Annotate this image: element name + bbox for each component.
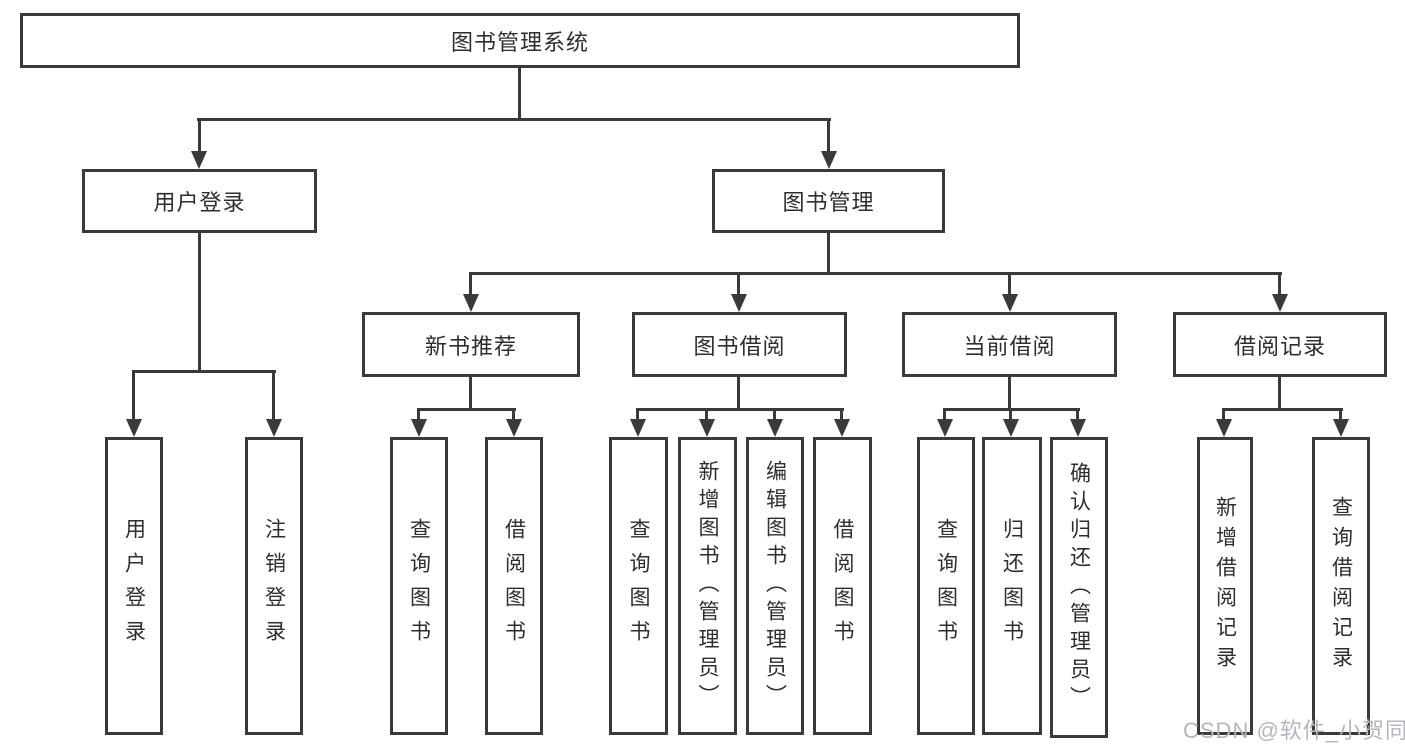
node-label: 用户登录 — [153, 190, 246, 215]
node-bb-add-books-admin: 新增图书（管理员） — [678, 437, 737, 735]
node-book-borrow: 图书借阅 — [632, 312, 847, 377]
node-user-login-action: 用户登录 — [105, 437, 163, 735]
arrow-down-icon — [1333, 419, 1349, 437]
connector-line — [512, 411, 515, 419]
arrow-down-icon — [126, 419, 142, 437]
arrow-down-icon — [834, 419, 850, 437]
node-new-book-recommend: 新书推荐 — [362, 312, 580, 377]
watermark: CSDN @软件_小贺同学 — [1183, 718, 1405, 743]
connector-line — [417, 408, 516, 411]
node-label: 图书管理系统 — [450, 29, 589, 55]
arrow-down-icon — [630, 419, 646, 437]
connector-line — [1076, 411, 1079, 419]
node-borrow-records: 借阅记录 — [1173, 312, 1387, 377]
node-nbr-borrow-books: 借阅图书 — [485, 437, 543, 735]
node-label: 编辑图书（管理员） — [763, 460, 787, 712]
arrow-down-icon — [506, 419, 522, 437]
node-cb-return-books: 归还图书 — [982, 437, 1042, 735]
connector-line — [636, 411, 639, 419]
connector-line — [132, 370, 276, 373]
node-label: 用户登录 — [122, 518, 146, 654]
node-label: 借阅记录 — [1233, 333, 1326, 359]
arrow-down-icon — [1272, 294, 1288, 312]
node-br-add-record: 新增借阅记录 — [1197, 437, 1253, 735]
node-label: 新书推荐 — [424, 333, 517, 359]
node-label: 查询图书 — [934, 518, 958, 654]
arrow-down-icon — [699, 419, 715, 437]
connector-line — [1008, 275, 1011, 294]
node-cb-confirm-return-admin: 确认归还（管理员） — [1050, 437, 1108, 738]
node-current-borrow: 当前借阅 — [902, 312, 1117, 377]
node-library-system: 图书管理系统 — [20, 13, 1020, 68]
node-bb-query-books: 查询图书 — [609, 437, 668, 735]
node-logout-action: 注销登录 — [245, 437, 303, 735]
node-label: 查询图书 — [627, 518, 650, 654]
node-user-login: 用户登录 — [82, 169, 317, 233]
connector-line — [469, 377, 472, 408]
connector-line — [1278, 275, 1281, 294]
connector-line — [943, 411, 946, 419]
connector-line — [132, 373, 135, 419]
node-label: 借阅图书 — [502, 518, 526, 654]
arrow-down-icon — [731, 294, 747, 312]
node-label: 借阅图书 — [831, 518, 854, 654]
node-book-management: 图书管理 — [712, 169, 945, 233]
arrow-down-icon — [1216, 419, 1232, 437]
connector-line — [198, 121, 201, 152]
node-label: 查询借阅记录 — [1329, 496, 1353, 676]
node-label: 注销登录 — [262, 518, 286, 654]
node-label: 查询图书 — [407, 518, 431, 654]
connector-line — [417, 411, 420, 419]
connector-line — [1222, 408, 1343, 411]
node-nbr-query-books: 查询图书 — [390, 437, 448, 735]
arrow-down-icon — [1070, 419, 1086, 437]
connector-line — [469, 272, 1282, 275]
node-label: 新增借阅记录 — [1213, 496, 1237, 676]
connector-line — [272, 373, 275, 419]
node-label: 图书借阅 — [693, 333, 786, 359]
connector-line — [1339, 411, 1342, 419]
connector-line — [827, 233, 830, 272]
node-label: 新增图书（管理员） — [696, 460, 719, 712]
connector-line — [198, 233, 201, 370]
arrow-down-icon — [1003, 419, 1019, 437]
connector-line — [1008, 377, 1011, 408]
node-label: 归还图书 — [1000, 518, 1024, 654]
arrow-down-icon — [463, 294, 479, 312]
arrow-down-icon — [937, 419, 953, 437]
node-label: 图书管理 — [782, 190, 875, 215]
node-label: 当前借阅 — [963, 333, 1056, 359]
node-bb-borrow-books: 借阅图书 — [813, 437, 872, 735]
node-cb-query-books: 查询图书 — [917, 437, 975, 735]
arrow-down-icon — [191, 151, 207, 169]
connector-line — [737, 275, 740, 294]
connector-line — [1009, 411, 1012, 419]
connector-line — [827, 121, 830, 152]
connector-line — [636, 408, 844, 411]
connector-line — [469, 275, 472, 294]
connector-line — [840, 411, 843, 419]
arrow-down-icon — [266, 419, 282, 437]
arrow-down-icon — [767, 419, 783, 437]
node-br-query-record: 查询借阅记录 — [1312, 437, 1370, 735]
connector-line — [1222, 411, 1225, 419]
connector-line — [518, 68, 521, 120]
arrow-down-icon — [821, 151, 837, 169]
arrow-down-icon — [411, 419, 427, 437]
connector-line — [943, 408, 1080, 411]
connector-line — [737, 377, 740, 408]
arrow-down-icon — [1002, 294, 1018, 312]
connector-line — [1278, 377, 1281, 408]
connector-line — [197, 118, 831, 121]
connector-line — [705, 411, 708, 419]
connector-line — [773, 411, 776, 419]
node-bb-edit-books-admin: 编辑图书（管理员） — [746, 437, 804, 735]
node-label: 确认归还（管理员） — [1067, 461, 1091, 714]
